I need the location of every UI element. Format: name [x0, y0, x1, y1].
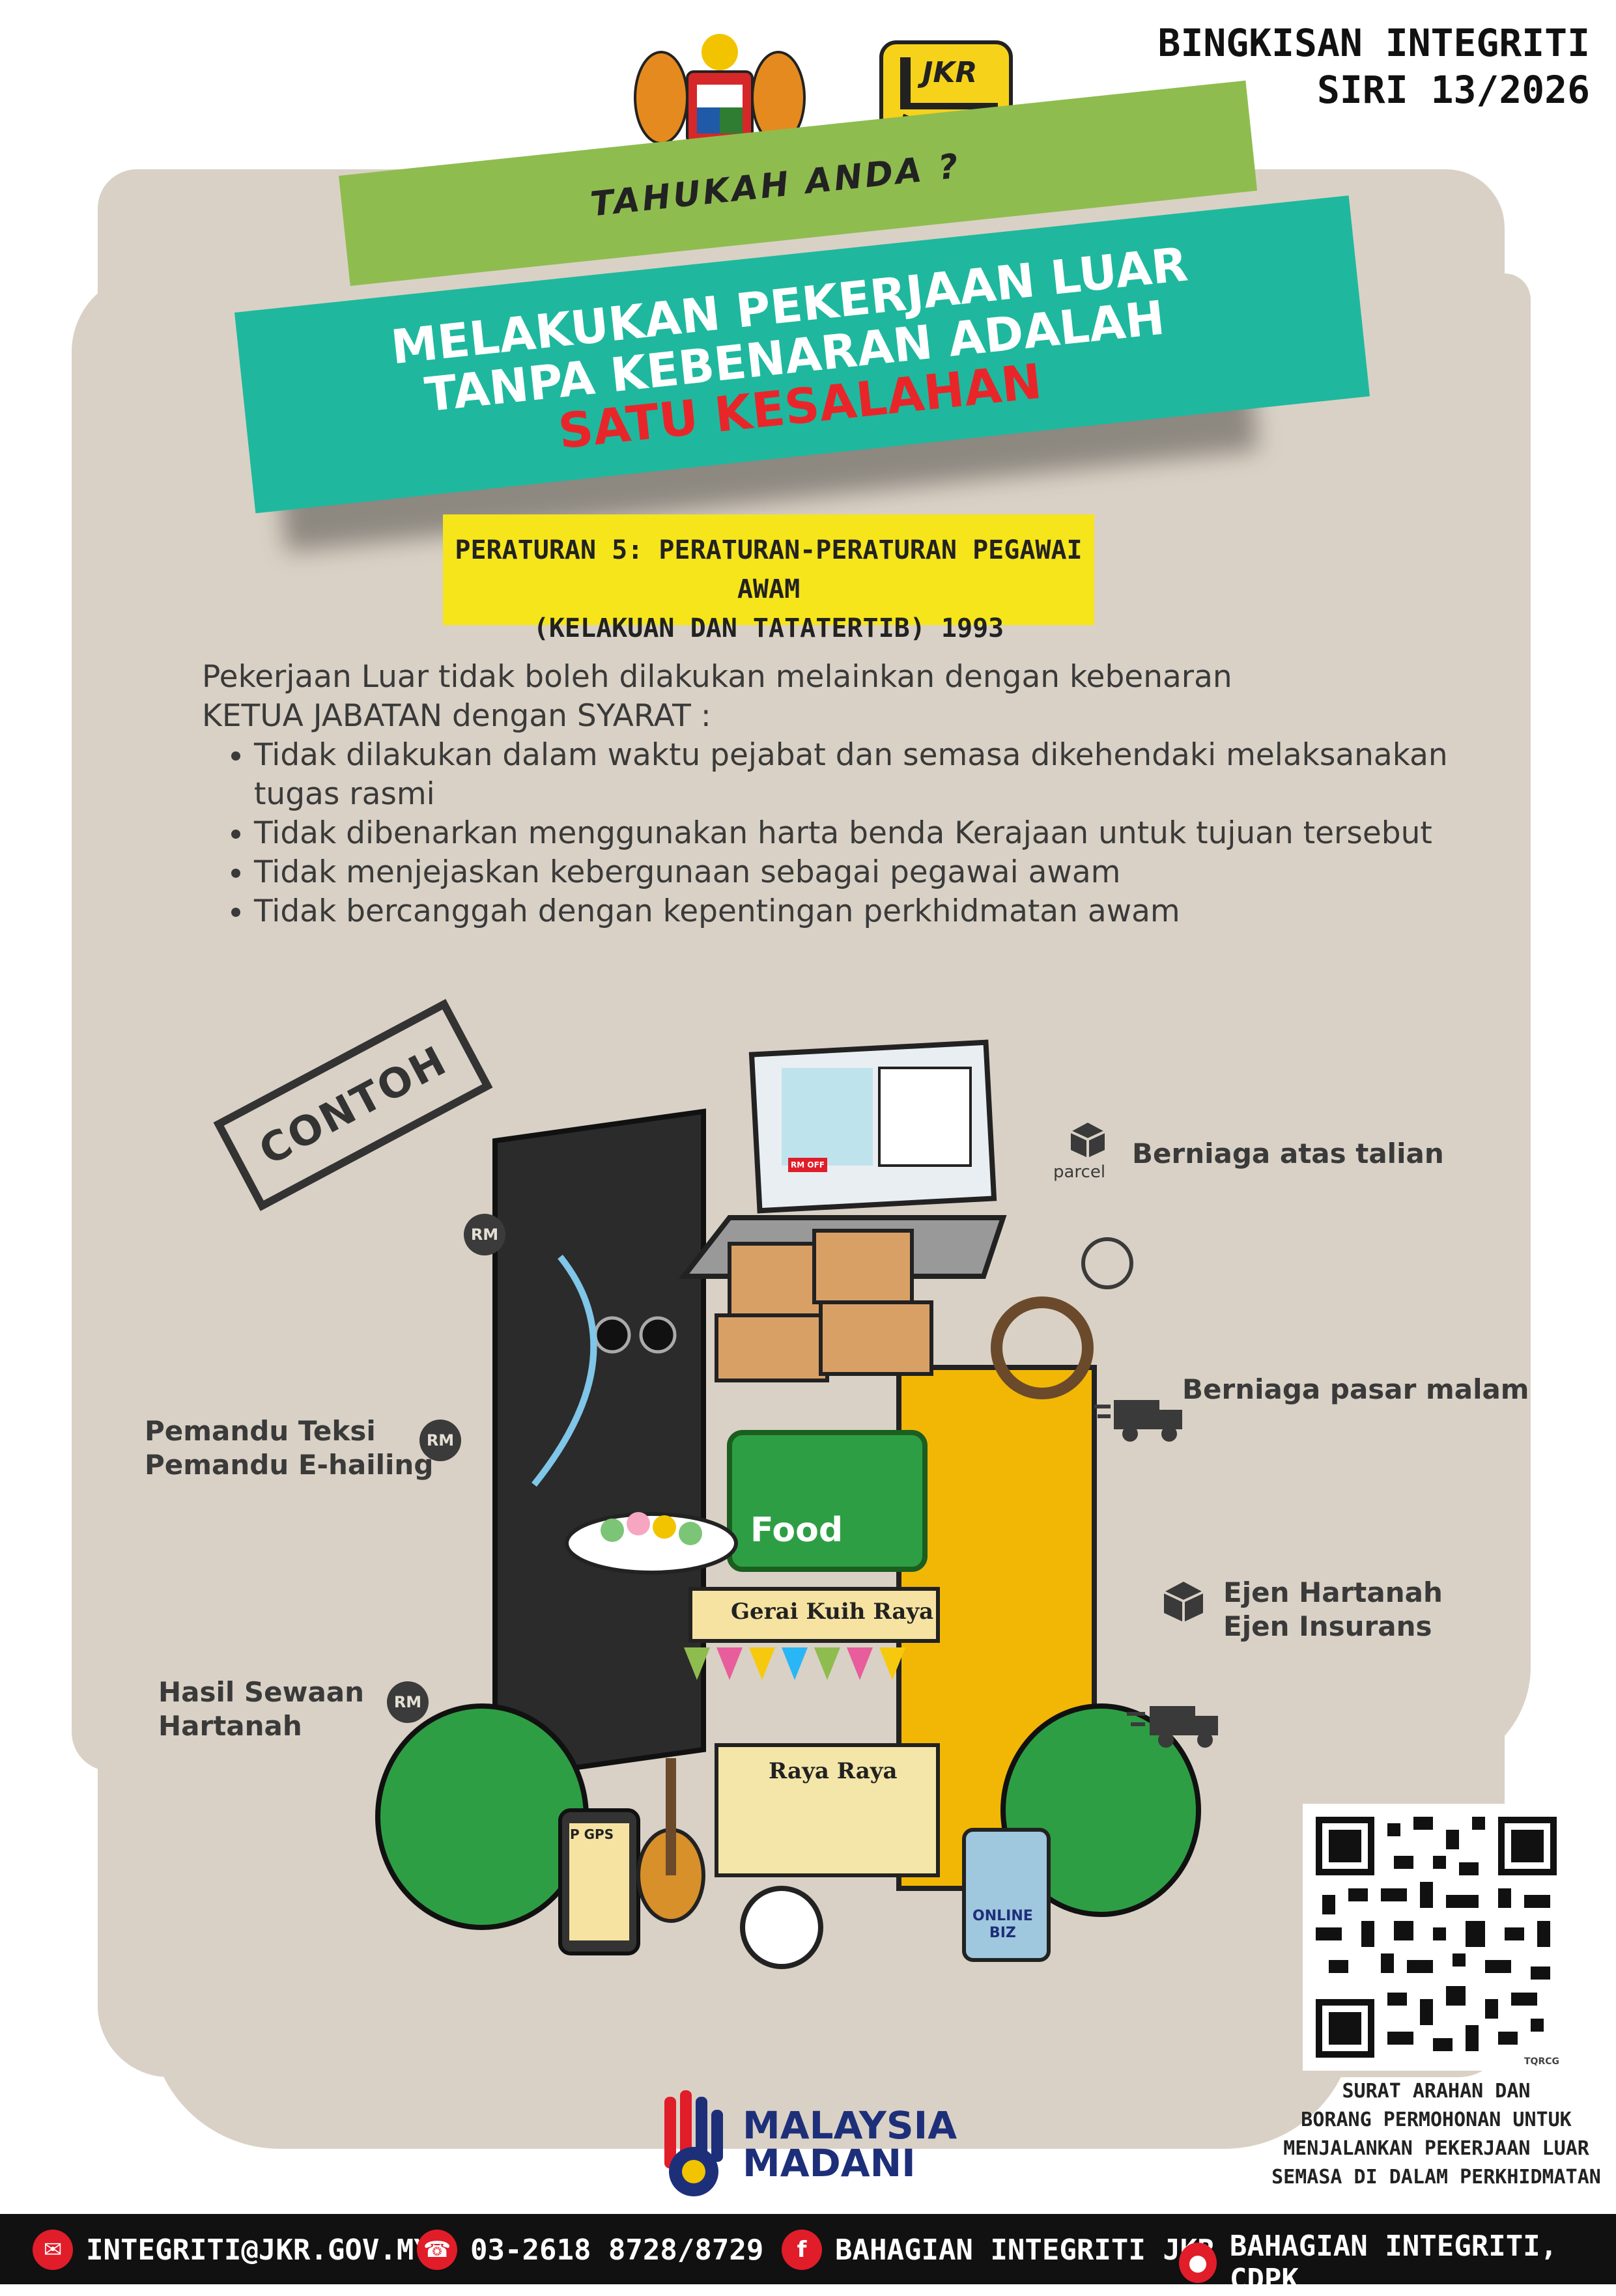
intro-line-2: KETUA JABATAN dengan SYARAT :: [202, 698, 711, 734]
gps-label: P GPS: [570, 1827, 614, 1842]
series-number: SIRI 13/2026: [1316, 68, 1590, 112]
regulation-line-1: PERATURAN 5: PERATURAN-PERATURAN PEGAWAI…: [455, 535, 1083, 604]
series-label: BINGKISAN INTEGRITI SIRI 13/2026: [1158, 20, 1590, 113]
food-bag-label: Food: [750, 1511, 843, 1550]
qr-code-pattern: [1316, 1817, 1557, 2058]
kicker-text: TAHUKAH ANDA ?: [588, 147, 963, 225]
example-driver-line-2: Pemandu E-hailing: [145, 1449, 434, 1481]
example-online-business: Berniaga atas talian: [1132, 1138, 1444, 1169]
jkr-logo-text: JKR: [922, 56, 978, 89]
footer-facebook[interactable]: f BAHAGIAN INTEGRITI JKR: [782, 2230, 1215, 2270]
example-night-market: Berniaga pasar malam: [1182, 1373, 1529, 1405]
online-biz-line-1: ONLINE: [972, 1908, 1033, 1924]
rm-coin-icon: RM: [387, 1681, 429, 1723]
online-biz-label: ONLINE BIZ: [972, 1908, 1033, 1942]
footer-phone-text: 03-2618 8728/8729: [470, 2233, 764, 2267]
madani-line-2: MADANI: [743, 2141, 916, 2185]
example-agent: Ejen Hartanah Ejen Insurans: [1223, 1576, 1443, 1644]
phone-icon: ☎: [417, 2230, 457, 2270]
email-icon: ✉: [33, 2230, 73, 2270]
example-agent-line-2: Ejen Insurans: [1223, 1610, 1432, 1642]
footer-email-text: INTEGRITI@JKR.GOV.MY: [86, 2233, 431, 2267]
example-driver: Pemandu Teksi Pemandu E-hailing: [145, 1414, 433, 1482]
regulation-box: PERATURAN 5: PERATURAN-PERATURAN PEGAWAI…: [443, 514, 1094, 643]
online-biz-line-2: BIZ: [989, 1925, 1016, 1941]
qr-caption-line-2: BORANG PERMOHONAN UNTUK: [1301, 2108, 1572, 2131]
rm-off-button-label: RM OFF: [788, 1158, 827, 1172]
example-rental: Hasil Sewaan Hartanah: [158, 1675, 364, 1743]
parcel-label: parcel: [1053, 1162, 1106, 1182]
condition-item: Tidak dibenarkan menggunakan harta benda…: [254, 814, 1453, 853]
qr-caption-line-1: SURAT ARAHAN DAN: [1342, 2080, 1531, 2103]
parcel-icon: [1068, 1120, 1107, 1159]
package-chat-icon: [1081, 1237, 1133, 1289]
example-rental-line-2: Hartanah: [158, 1710, 302, 1742]
condition-item: Tidak bercanggah dengan kepentingan perk…: [254, 892, 1453, 931]
example-driver-line-1: Pemandu Teksi: [145, 1415, 376, 1447]
footer-location[interactable]: ● BAHAGIAN INTEGRITI, CDPK: [1179, 2230, 1616, 2296]
qr-caption-line-4: SEMASA DI DALAM PERKHIDMATAN: [1271, 2166, 1601, 2189]
condition-item: Tidak dilakukan dalam waktu pejabat dan …: [254, 736, 1453, 814]
raya-label: Raya Raya: [769, 1758, 898, 1784]
malaysia-madani-emblem: [664, 2090, 723, 2196]
example-agent-line-1: Ejen Hartanah: [1223, 1576, 1443, 1608]
location-pin-icon: ●: [1179, 2243, 1217, 2283]
intro-line-1: Pekerjaan Luar tidak boleh dilakukan mel…: [202, 659, 1232, 695]
conditions-list: Tidak dilakukan dalam waktu pejabat dan …: [202, 736, 1453, 931]
footer-email[interactable]: ✉ INTEGRITI@JKR.GOV.MY: [33, 2230, 431, 2270]
qr-code[interactable]: TQRCG: [1303, 1804, 1570, 2071]
side-jobs-illustration: [375, 1039, 1201, 1969]
qr-caption: SURAT ARAHAN DAN BORANG PERMOHONAN UNTUK…: [1270, 2077, 1602, 2192]
stall-sign-label: Gerai Kuih Raya: [731, 1599, 934, 1625]
footer-facebook-text: BAHAGIAN INTEGRITI JKR: [835, 2233, 1215, 2267]
example-rental-line-1: Hasil Sewaan: [158, 1676, 365, 1708]
madani-line-1: MALAYSIA: [743, 2103, 957, 2148]
regulation-line-2: (KELAKUAN DAN TATATERTIB) 1993: [533, 613, 1004, 643]
agent-box-icon: [1161, 1579, 1206, 1623]
series-title: BINGKISAN INTEGRITI: [1157, 21, 1590, 65]
footer-phone[interactable]: ☎ 03-2618 8728/8729: [417, 2230, 763, 2270]
fast-truck-icon: [1127, 1700, 1225, 1754]
rm-coin-icon: RM: [464, 1214, 505, 1255]
qr-caption-line-3: MENJALANKAN PEKERJAAN LUAR: [1283, 2137, 1589, 2160]
footer-location-text: BAHAGIAN INTEGRITI, CDPK: [1229, 2230, 1558, 2296]
condition-item: Tidak menjejaskan kebergunaan sebagai pe…: [254, 853, 1453, 892]
malaysia-madani-wordmark: MALAYSIA MADANI: [743, 2107, 957, 2182]
delivery-truck-icon: [1094, 1393, 1185, 1448]
contact-footer: ✉ INTEGRITI@JKR.GOV.MY ☎ 03-2618 8728/87…: [0, 2214, 1616, 2296]
conditions-text: Pekerjaan Luar tidak boleh dilakukan mel…: [202, 658, 1453, 931]
rm-coin-icon: RM: [419, 1420, 461, 1461]
qr-brand: TQRCG: [1524, 2056, 1559, 2067]
facebook-icon: f: [782, 2230, 822, 2270]
